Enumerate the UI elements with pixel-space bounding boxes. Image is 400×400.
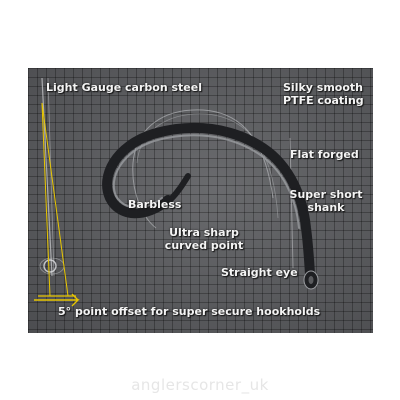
ghost-shank-line (289, 137, 294, 269)
watermark-text: anglerscorner_uk (131, 376, 269, 394)
offset-guide-line-1 (41, 102, 51, 297)
label-silky-smooth: Silky smooth PTFE coating (283, 81, 364, 107)
label-ultra-sharp-line-2: curved point (164, 239, 244, 252)
label-silky-line-2: PTFE coating (283, 94, 364, 107)
side-view-shank (41, 77, 53, 277)
label-super-short-line-2: shank (307, 201, 345, 214)
hook-highlight (112, 134, 300, 229)
label-barbless: Barbless (128, 198, 182, 211)
label-flat-forged: Flat forged (290, 148, 359, 161)
main-hook (102, 122, 319, 290)
label-super-short-shank: Super short shank (286, 188, 366, 214)
label-ultra-sharp: Ultra sharp curved point (164, 226, 244, 252)
label-point-offset: 5° point offset for super secure hookhol… (58, 305, 321, 318)
hook-diagram-art (34, 77, 319, 307)
label-silky-line-1: Silky smooth (283, 81, 363, 94)
label-light-gauge: Light Gauge carbon steel (46, 81, 202, 94)
side-view-eye (43, 259, 57, 273)
offset-guide-line-2 (41, 102, 69, 297)
hook-point (168, 173, 191, 202)
offset-angle-arrow (34, 293, 80, 307)
hook-body (102, 122, 315, 279)
label-straight-eye: Straight eye (221, 266, 298, 279)
hook-eye-hole (308, 276, 314, 284)
label-ultra-sharp-line-1: Ultra sharp (169, 226, 239, 239)
label-super-short-line-1: Super short (289, 188, 363, 201)
hook-diagram-panel: Light Gauge carbon steel Silky smooth PT… (28, 68, 373, 333)
side-view-shank-2 (47, 77, 55, 277)
